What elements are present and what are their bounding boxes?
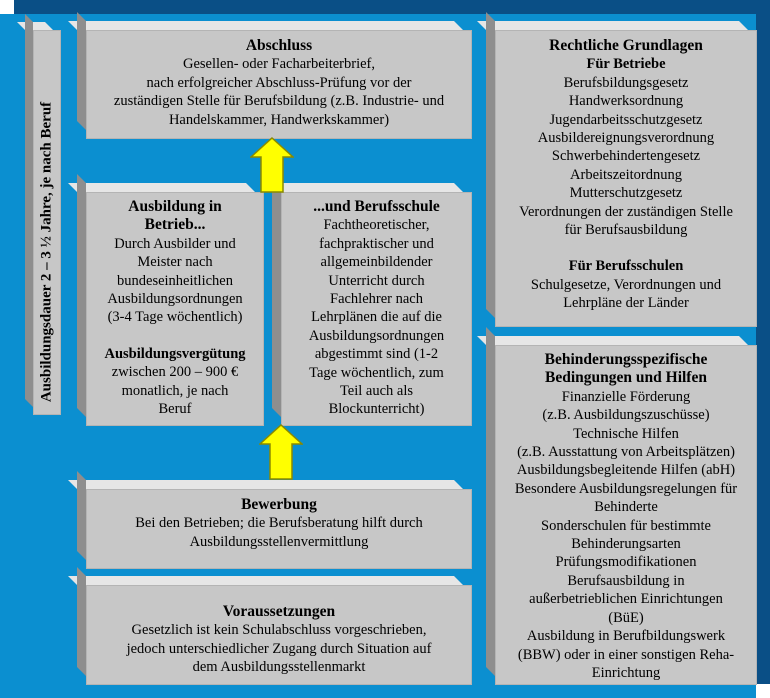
behinderung-line: außerbetrieblichen Einrichtungen: [529, 591, 723, 608]
behinderung-line: Finanzielle Förderung: [561, 388, 691, 405]
duration-label: Ausbildungsdauer 2 – 3 ½ Jahre, je nach …: [38, 101, 55, 403]
arrow-up-icon: [250, 137, 294, 193]
abschluss-line: zuständigen Stelle für Berufsbildung (z.…: [113, 93, 445, 110]
spacer: [495, 239, 757, 257]
betrieb-line: Durch Ausbilder und: [114, 235, 236, 252]
behinderung-line: (BBW) oder in einer sonstigen Reha-: [517, 646, 735, 663]
abschluss-title: Abschluss: [245, 37, 313, 54]
voraussetzungen-title: Voraussetzungen: [222, 603, 336, 620]
rechtliche-title: Rechtliche Grundlagen: [549, 37, 703, 54]
betriebe-law: Schwerbehindertengesetz: [551, 148, 701, 165]
abschluss-line: Handelskammer, Handwerkskammer): [168, 111, 390, 128]
duration-sidebar: Ausbildungsdauer 2 – 3 ½ Jahre, je nach …: [33, 30, 61, 415]
berufsschule-line: Lehrplänen die auf die: [311, 309, 442, 326]
bewerbung-line: Ausbildungsstellenvermittlung: [189, 533, 369, 550]
bewerbung-line: Bei den Betrieben; die Berufsberatung hi…: [135, 515, 423, 532]
schulen-subtitle: Für Berufsschulen: [568, 258, 684, 275]
arrow-up-icon: [259, 424, 303, 480]
betriebe-law: Ausbildereignungsverordnung: [537, 130, 715, 147]
voraussetzungen-box: Voraussetzungen Gesetzlich ist kein Schu…: [86, 585, 472, 685]
berufsschule-line: Teil auch als: [339, 383, 414, 400]
betriebe-law: Arbeitszeitordnung: [570, 166, 682, 183]
verguetung-line: monatlich, je nach: [121, 382, 229, 399]
bewerbung-title: Bewerbung: [241, 496, 317, 513]
voraussetzungen-line: dem Ausbildungsstellenmarkt: [192, 659, 366, 676]
behinderung-title: Bedingungen und Hilfen: [545, 369, 707, 387]
behinderung-title: Behinderungsspezifische: [544, 351, 708, 368]
berufsschule-line: Tage wöchentlich, zum: [309, 364, 444, 381]
betrieb-line: Meister nach: [137, 254, 213, 271]
betrieb-line: (3-4 Tage wöchentlich): [107, 309, 243, 326]
abschluss-box: Abschluss Gesellen- oder Facharbeiterbri…: [86, 30, 472, 139]
behinderung-line: Berufsausbildung in: [567, 572, 685, 589]
behinderung-line: Ausbildung in Berufbildungswerk: [526, 628, 726, 645]
betrieb-title: Ausbildung in: [128, 198, 222, 215]
betriebe-law: Mutterschutzgesetz: [569, 185, 683, 202]
schulen-law: Lehrpläne der Länder: [563, 295, 689, 312]
behinderung-line: Ausbildungsbegleitende Hilfen (abH): [516, 462, 736, 479]
berufsschule-line: Unterricht durch: [328, 272, 425, 289]
berufsschule-line: Blockunterricht): [328, 401, 425, 418]
verguetung-line: zwischen 200 – 900 €: [111, 364, 239, 381]
betriebe-law: Verordnungen der zuständigen Stelle: [519, 203, 733, 220]
verguetung-title: Ausbildungsvergütung: [104, 345, 246, 362]
schulen-law: Schulgesetze, Verordnungen und: [530, 276, 722, 293]
behinderung-line: Behinderte: [594, 499, 658, 516]
behinderung-line: Sonderschulen für bestimmte: [541, 517, 711, 534]
verguetung-line: Beruf: [158, 401, 192, 418]
berufsschule-line: Fachlehrer nach: [330, 291, 423, 308]
betriebe-law: Berufsbildungsgesetz: [563, 74, 689, 91]
betriebe-subtitle: Für Betriebe: [586, 56, 666, 73]
rechtliche-box: Rechtliche Grundlagen Für Betriebe Beruf…: [495, 30, 757, 327]
betrieb-title: Betrieb...: [144, 216, 206, 234]
behinderung-box: Behinderungsspezifische Bedingungen und …: [495, 345, 757, 685]
betrieb-box: Ausbildung in Betrieb... Durch Ausbilder…: [86, 192, 264, 426]
behinderung-line: Besondere Ausbildungsregelungen für: [514, 480, 738, 497]
berufsschule-line: fachpraktischer und: [319, 235, 434, 252]
behinderung-line: Prüfungsmodifikationen: [555, 554, 697, 571]
berufsschule-line: Fachtheoretischer,: [323, 217, 430, 234]
behinderung-line: Behinderungsarten: [571, 536, 681, 553]
behinderung-line: (BüE): [608, 609, 644, 626]
betriebe-law: Handwerksordnung: [568, 93, 684, 110]
behinderung-line: (z.B. Ausstattung von Arbeitsplätzen): [517, 444, 735, 461]
abschluss-line: nach erfolgreicher Abschluss-Prüfung vor…: [146, 74, 412, 91]
berufsschule-box: ...und Berufsschule Fachtheoretischer, f…: [281, 192, 472, 426]
spacer: [86, 327, 264, 345]
berufsschule-title: ...und Berufsschule: [313, 198, 440, 215]
berufsschule-line: allgemeinbildender: [320, 254, 433, 271]
voraussetzungen-line: jedoch unterschiedlicher Zugang durch Si…: [126, 640, 432, 657]
abschluss-line: Gesellen- oder Facharbeiterbrief,: [182, 56, 376, 73]
betrieb-line: Ausbildungsordnungen: [107, 291, 243, 308]
voraussetzungen-line: Gesetzlich ist kein Schulabschluss vorge…: [131, 622, 427, 639]
betriebe-law: Jugendarbeitsschutzgesetz: [549, 111, 703, 128]
behinderung-line: (z.B. Ausbildungszuschüsse): [542, 407, 710, 424]
behinderung-line: Einrichtung: [591, 664, 661, 681]
betrieb-line: bundeseinheitlichen: [117, 272, 233, 289]
betriebe-law: für Berufsausbildung: [564, 222, 688, 239]
behinderung-line: Technische Hilfen: [573, 425, 679, 442]
berufsschule-line: Ausbildungsordnungen: [308, 327, 445, 344]
berufsschule-line: abgestimmt sind (1-2: [314, 346, 439, 363]
bewerbung-box: Bewerbung Bei den Betrieben; die Berufsb…: [86, 489, 472, 569]
